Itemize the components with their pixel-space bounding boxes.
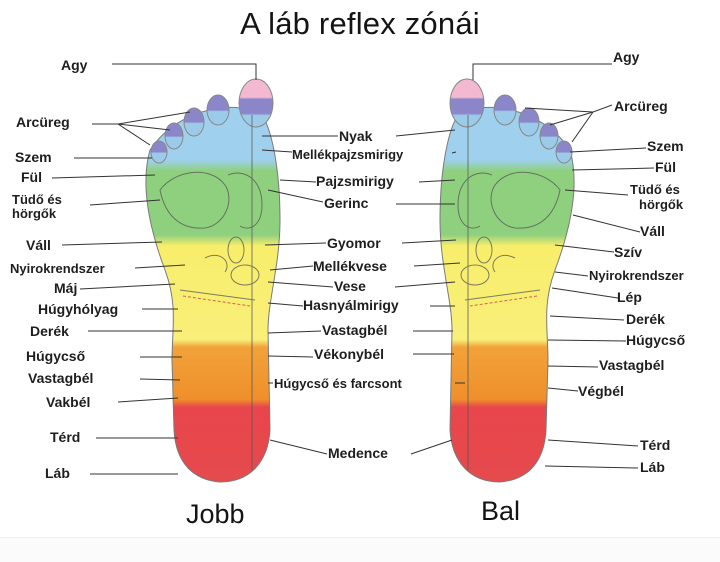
- label-hugyholyag-left: Húgyhólyag: [38, 301, 119, 317]
- label-gyomor: Gyomor: [327, 235, 381, 251]
- label-hasnyalmirigy: Hasnyálmirigy: [303, 297, 399, 313]
- label-vastagbel-center: Vastagbél: [322, 322, 388, 338]
- label-tudo2-right: hörgők: [639, 197, 684, 212]
- label-terd-left: Térd: [50, 429, 81, 445]
- left-toe-5: [555, 140, 573, 164]
- label-vekonybel: Vékonybél: [314, 346, 385, 362]
- label-lab-left: Láb: [45, 465, 70, 481]
- label-derek-left: Derék: [30, 323, 69, 339]
- right-big-toe: [238, 78, 274, 128]
- label-arcureg-right: Arcüreg: [614, 98, 668, 114]
- label-szem-right: Szem: [647, 138, 684, 154]
- label-tudo1-right: Tüdő és: [630, 182, 680, 197]
- label-hugycso-left: Húgycső: [26, 348, 86, 364]
- label-gerinc: Gerinc: [324, 195, 369, 211]
- left-big-toe: [449, 78, 485, 128]
- label-ful-left: Fül: [21, 169, 42, 185]
- right-toe-3: [183, 107, 205, 137]
- label-pajzsmirigy: Pajzsmirigy: [316, 173, 394, 189]
- label-agy-left: Agy: [61, 57, 88, 73]
- label-sziv-right: Szív: [614, 244, 643, 260]
- label-vall-left: Váll: [26, 237, 51, 253]
- label-mellekvese: Mellékvese: [313, 258, 387, 274]
- bottom-strip: [0, 537, 720, 562]
- label-medence: Medence: [328, 445, 388, 461]
- label-vese: Vese: [334, 278, 366, 294]
- label-vastagbel-right: Vastagbél: [599, 357, 665, 373]
- right-toe-4: [164, 122, 184, 150]
- leader-lines: [51, 63, 655, 475]
- label-hugycso-farcsont: Húgycső és farcsont: [274, 376, 402, 391]
- label-derek-right: Derék: [626, 311, 665, 327]
- label-ful-right: Fül: [655, 159, 676, 175]
- left-toe-2: [493, 94, 517, 126]
- label-vall-right: Váll: [640, 223, 665, 239]
- label-vakbel-left: Vakbél: [46, 394, 91, 410]
- label-lep-right: Lép: [617, 289, 642, 305]
- label-arcureg-left: Arcüreg: [16, 114, 70, 130]
- foot-name-left: Bal: [481, 496, 521, 526]
- label-nyak: Nyak: [339, 128, 373, 144]
- label-szem-left: Szem: [15, 149, 52, 165]
- foot-name-right: Jobb: [186, 499, 245, 529]
- label-maj-left: Máj: [54, 280, 78, 296]
- label-tudo2-left: hörgők: [12, 206, 57, 221]
- label-tudo1-left: Tüdő és: [12, 192, 62, 207]
- label-hugycso-right: Húgycső: [626, 332, 686, 348]
- label-nyirok-right: Nyirokrendszer: [589, 268, 684, 283]
- left-foot: [439, 78, 575, 483]
- right-foot: [145, 78, 281, 483]
- label-mellekpajzsmirigy: Mellékpajzsmirigy: [292, 147, 404, 162]
- right-toe-5: [150, 140, 168, 164]
- label-vegbel-right: Végbél: [578, 383, 624, 399]
- label-vastagbel-left: Vastagbél: [28, 370, 94, 386]
- left-toe-4: [539, 122, 559, 150]
- label-agy-right: Agy: [613, 49, 640, 65]
- page-title: A láb reflex zónái: [240, 6, 480, 41]
- right-toe-2: [206, 94, 230, 126]
- label-terd-right: Térd: [640, 437, 671, 453]
- label-nyirok-left: Nyirokrendszer: [10, 261, 105, 276]
- left-toe-3: [518, 107, 540, 137]
- label-lab-right: Láb: [640, 459, 665, 475]
